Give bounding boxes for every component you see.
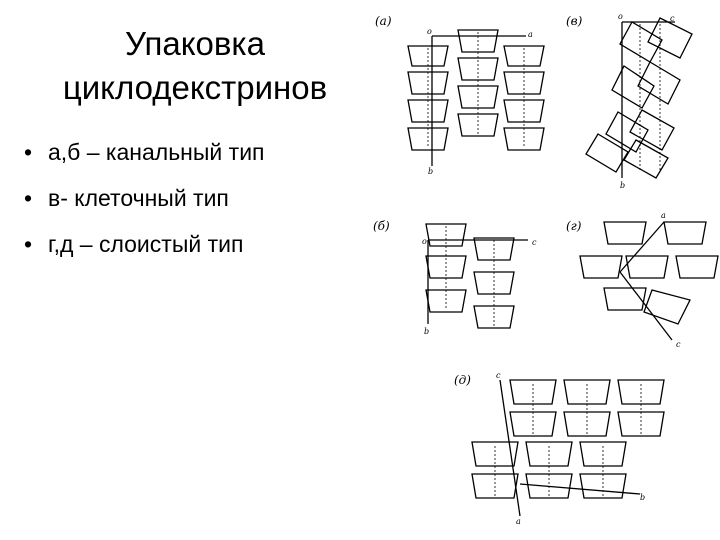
panel-g-molecules [579,221,719,325]
panel-v-molecules [585,17,693,179]
panel-b-diagram: (б) о с b [373,219,537,336]
panel-d-diagram: (д) с b а [454,371,665,526]
panel-g-axis-c: с [676,340,681,349]
panel-b-axis-origin: о [422,237,427,246]
panel-d-axis-c: с [496,371,501,380]
title-line-1: Упаковка [125,25,265,62]
panel-b-label: (б) [373,219,390,233]
panel-a-axis-b: b [428,167,433,176]
panel-v-axis-c: с [670,14,675,23]
panel-g-axis-a: а [661,211,666,220]
bullet-item: г,д – слоистый тип [22,230,265,276]
panel-v-label: (в) [566,14,583,28]
bullet-item: а,б – канальный тип [22,138,265,184]
panel-b-axis-b: b [424,327,429,336]
panel-b-molecules [425,223,515,329]
panel-a-axis-a: а [528,30,533,39]
panel-d-molecules [471,379,665,499]
panel-g-diagram: (г) а с [566,211,719,349]
panel-a-axis-origin: о [427,27,432,36]
panel-a-diagram: (а) о а b [375,14,545,176]
bullet-list: а,б – канальный тип в- клеточный тип г,д… [22,138,265,276]
panel-a-label: (а) [375,14,392,28]
slide-title: Упаковка циклодекстринов [30,22,360,110]
panel-v-diagram: (в) о с b [566,12,693,190]
panel-b-axis-c: с [532,238,537,247]
panel-a-molecules [407,29,545,151]
panel-d-axis-a: а [516,517,521,526]
panel-g-label: (г) [566,219,582,233]
title-line-2: циклодекстринов [62,69,328,106]
bullet-item: в- клеточный тип [22,184,265,230]
panel-d-axis-b: b [640,493,645,502]
panel-v-axis-b: b [620,181,625,190]
panel-d-label: (д) [454,373,471,387]
panel-v-axis-origin: о [618,12,623,21]
